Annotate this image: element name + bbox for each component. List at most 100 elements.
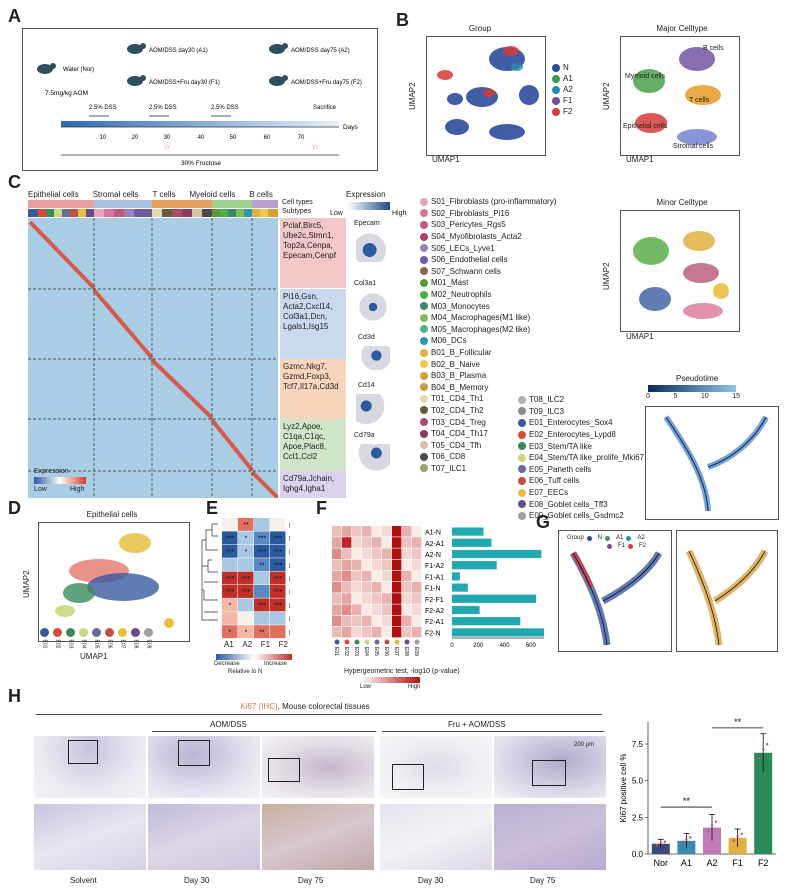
heatmap-f-cell — [412, 626, 422, 638]
heatmap-e-cell — [270, 625, 286, 639]
heatmap-f-cell — [382, 615, 392, 627]
ihc-bottom-f-day75 — [494, 804, 606, 870]
heatmap-f-cell — [332, 526, 342, 537]
ihc-title-rest: , Mouse colorectal tissues — [277, 702, 370, 711]
heatmap-f-col-label: E02 — [343, 647, 349, 656]
heatmap-f-cell — [402, 626, 412, 638]
group-f1-label: AOM/DSS+Fru day30 (F1) — [149, 80, 220, 86]
heatmap-e-cell — [254, 571, 270, 585]
legend-label: E08_Goblet cells_Tff3 — [529, 499, 608, 509]
subtype-legend-item: E01_Enterocytes_Sox4 — [518, 417, 644, 429]
heatmap-f-cell — [382, 548, 392, 559]
significance-stars: *** — [258, 549, 266, 556]
legend-label: B04_B_Memory — [431, 382, 489, 392]
heatmap-e-cell — [254, 531, 270, 545]
dss-label-3: 2.5% DSS — [211, 105, 239, 111]
expr-bottom-low: Low — [34, 486, 47, 493]
trajectory-subtype — [676, 530, 778, 652]
subtype-legend-item: T07_ILC1 — [420, 463, 556, 475]
legend-dot — [518, 442, 526, 451]
group-t: T cells — [152, 190, 176, 199]
panel-label-c: C — [8, 172, 21, 192]
panel-label-e: E — [206, 498, 219, 518]
heatmap-f-cell — [352, 615, 362, 627]
ihc-group1-rule — [152, 731, 376, 732]
ki67-data-point — [762, 747, 765, 751]
marker-umap-label-cd79a: Cd79a — [354, 432, 375, 439]
minor-umap-title: Minor Celltype — [656, 198, 708, 207]
heatmap-e-cell — [222, 544, 238, 558]
legend-dot — [420, 464, 428, 473]
legend-dot — [518, 453, 526, 462]
heatmap-e-cell — [238, 558, 254, 572]
marker-box-myeloid: Lyz2,Apoe, C1qa,C1qc, Apoe,Plac8, Ccl1,C… — [280, 419, 346, 471]
ki67-y-tick: 7.5 — [632, 740, 644, 749]
heatmap-f-col-dot — [374, 639, 380, 645]
significance-stars: *** — [274, 549, 282, 556]
heatmap-f-cell — [362, 626, 372, 638]
legend-item: N — [552, 62, 573, 73]
epithelial-umap — [38, 522, 190, 642]
epithelial-ylabel: UMAP2 — [22, 570, 31, 598]
heatmap-f-cell — [402, 582, 412, 593]
enrichment-bar — [452, 549, 542, 559]
heatmap-f-col-label: E07 — [393, 647, 399, 656]
legend-label: E05_Paneth cells — [529, 464, 592, 474]
label-b-cells: B cells — [703, 45, 724, 52]
heatmap-svg — [28, 218, 280, 500]
tick-40: 40 — [198, 135, 205, 141]
subtype-legend-item: E04_Stem/TA like_prolife_Mki67 — [518, 452, 644, 464]
legend-label: M06_DCs — [431, 336, 467, 346]
heatmap-f-cell — [392, 526, 402, 537]
legend-label: T04_CD4_Th17 — [431, 429, 488, 439]
heatmap-e-cell — [238, 531, 254, 545]
heatmap-e-cell — [270, 598, 286, 612]
legend-label: E09_Goblet cells_Gsdmc2 — [529, 511, 624, 521]
significance-stars: * — [245, 629, 248, 636]
heatmap-e-cell — [254, 598, 270, 612]
significance-stars: ** — [259, 629, 265, 636]
legend-dot — [420, 336, 428, 345]
heatmap-f-cell — [352, 582, 362, 593]
heatmap-f-cell — [352, 559, 362, 571]
legend-label: M04_Macrophages(M1 like) — [431, 313, 531, 323]
epithelial-dot-item: E09 — [144, 628, 153, 648]
ki67-data-point — [663, 840, 666, 843]
heatmap-f-cell — [342, 593, 352, 604]
pseudotime-bar — [648, 385, 736, 392]
heatmap-e-cell — [222, 598, 238, 612]
legend-label: S01_Fibroblasts (pro-inflammatory) — [431, 197, 557, 207]
timeline-bar — [61, 121, 339, 127]
heatmap-f-cell — [392, 570, 402, 582]
marker-umap-label-epecam: Epecam — [354, 220, 380, 227]
expr-legend-high: High — [392, 210, 407, 217]
heatmap-f-cell — [372, 537, 382, 548]
legend-dot — [518, 418, 526, 427]
heatmap-f-col-label: E08 — [403, 647, 409, 656]
heatmap-e-cell — [238, 518, 254, 531]
group-epithelial: Epithelial cells — [28, 190, 79, 199]
scale-bar-label: 200 μm — [574, 742, 595, 748]
ihc-group-aomdss: AOM/DSS — [210, 720, 247, 729]
subtype-legend-item: M03_Monocytes — [420, 300, 556, 312]
epithelial-umap-svg — [55, 533, 174, 628]
subtype-legend-item: E02_Enterocytes_Lypd8 — [518, 429, 644, 441]
heatmap-e-cell — [238, 585, 254, 598]
ki67-x-tick: Nor — [654, 858, 669, 868]
significance-stars: * — [229, 603, 232, 610]
legend-dot — [518, 430, 526, 439]
heatmap-f-cell — [372, 570, 382, 582]
legend-dot — [420, 429, 428, 438]
heatmap-f-col-label: E03 — [353, 647, 359, 656]
subtype-legend-item: M01_Mast — [420, 277, 556, 289]
heatmap-f-row-label: A2-A1 — [425, 541, 445, 548]
ihc-bottom-a-day75 — [262, 804, 374, 870]
legend-dot — [420, 406, 428, 415]
label-myeloid: Myeloid cells — [625, 73, 666, 80]
heatmap-e-row-label: E07 — [289, 630, 290, 637]
tick-60: 60 — [264, 135, 271, 141]
enrichment-bar — [452, 538, 492, 547]
